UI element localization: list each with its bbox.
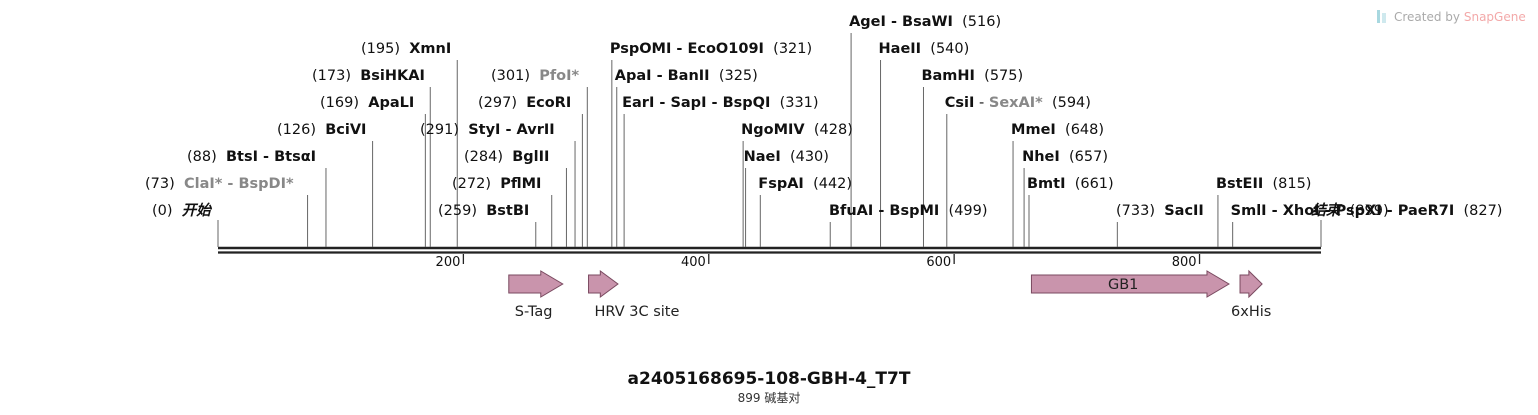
cut-site-label[interactable]: (297) EcoRI [478,95,571,111]
sequence-backbone [218,246,1321,254]
cut-site-lines [217,33,1322,247]
feature-arrow[interactable] [508,270,564,298]
feature-arrow[interactable] [588,270,619,298]
feature-label: HRV 3C site [595,304,680,320]
cut-site-label[interactable]: (169) ApaLI [320,95,414,111]
cut-site-label[interactable]: (126) BciVI [277,122,366,138]
cut-site-label[interactable]: NaeI (430) [744,149,829,165]
cut-site-label[interactable]: CsiI - SexAI* (594) [945,95,1091,111]
cut-site-label[interactable]: (195) XmnI [361,41,451,57]
cut-site-label[interactable]: BfuAI - BspMI (499) [829,203,988,219]
cut-site-label[interactable]: EarI - SapI - BspQI (331) [622,95,818,111]
cut-site-label[interactable]: SmlI - XhoI - PspXI - PaeR7I (827) [1231,203,1503,219]
ruler-tick-label: 800 [1172,255,1197,270]
features-track: S-Tag HRV 3C site GB1 6xHis [508,269,1271,320]
feature-arrow[interactable] [1239,269,1263,299]
credit-text: Created by SnapGene [1394,10,1526,24]
cut-site-label[interactable]: (284) BglII [464,149,549,165]
feature-label: GB1 [1108,277,1138,293]
cut-site-label[interactable]: (272) PflMI [452,176,541,192]
cut-site-label[interactable]: (0) 开始 [152,202,212,219]
cut-site-label[interactable]: NgoMIV (428) [741,122,853,138]
cut-site-label[interactable]: (733) SacII [1116,203,1204,219]
cut-site-label[interactable]: FspAI (442) [758,176,852,192]
cut-site-label[interactable]: (301) PfoI* [491,68,580,84]
cut-site-label[interactable]: HaeII (540) [879,41,970,57]
feature-arrow[interactable] [1030,270,1230,298]
cut-site-label[interactable]: (291) StyI - AvrII [420,122,555,138]
sequence-length: 899 碱基对 [738,391,801,405]
feature-label: S-Tag [515,304,553,320]
ruler-ticks: 200 400 600 800 [436,254,1201,270]
cut-site-label[interactable]: BstEII (815) [1216,176,1312,192]
snapgene-logo-icon-part [1382,13,1386,23]
feature-label: 6xHis [1231,304,1271,320]
cut-site-label[interactable]: BamHI (575) [921,68,1023,84]
cut-site-labels[interactable]: (0) 开始 (73) ClaI* - BspDI* (88) BtsI - Bts… [145,14,1502,219]
cut-site-label[interactable]: 结束 (899) [1311,202,1388,219]
cut-site-label[interactable]: NheI (657) [1022,149,1108,165]
cut-site-label[interactable]: (259) BstBI [438,203,529,219]
cut-site-label[interactable]: ApaI - BanII (325) [615,68,758,84]
cut-site-label[interactable]: (173) BsiHKAI [312,68,425,84]
cut-site-label[interactable]: BmtI (661) [1027,176,1114,192]
cut-site-label[interactable]: (73) ClaI* - BspDI* [145,176,294,192]
ruler-tick-label: 600 [926,255,951,270]
cut-site-label[interactable]: PspOMI - EcoO109I (321) [610,41,812,57]
cut-site-label[interactable]: AgeI - BsaWI (516) [849,14,1001,30]
snapgene-credit: Created by SnapGene [1377,10,1526,24]
snapgene-logo-icon [1377,10,1380,23]
cut-site-label[interactable]: (88) BtsI - BtsαI [187,149,316,165]
cut-site-label[interactable]: MmeI (648) [1011,122,1104,138]
ruler-tick-label: 400 [681,255,706,270]
map-title: a2405168695-108-GBH-4_T7T [628,369,911,389]
ruler-tick-label: 200 [436,255,461,270]
